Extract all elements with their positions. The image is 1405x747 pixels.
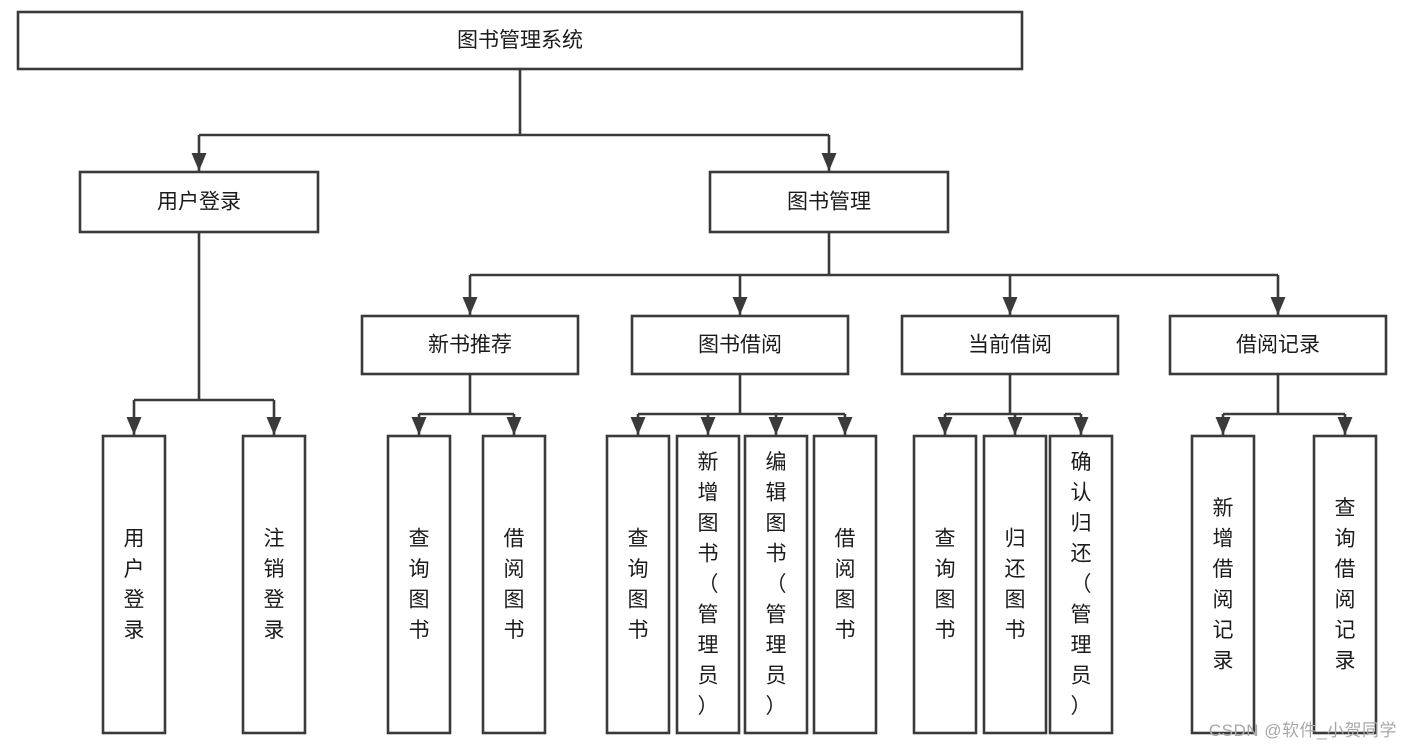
node-level3-1[interactable]: 图书借阅 xyxy=(630,314,850,376)
node-level3-1-label: 图书借阅 xyxy=(698,334,782,357)
node-level3-1-box[interactable] xyxy=(630,314,850,376)
record-arrow-0 xyxy=(1215,417,1231,435)
node-leaf-2-label: 查询图书 xyxy=(409,527,430,642)
node-leaf-4-label: 查询图书 xyxy=(628,527,649,642)
current-arrow-1 xyxy=(1007,417,1023,435)
node-level3-0[interactable]: 新书推荐 xyxy=(360,314,580,376)
node-leaf-10[interactable]: 确认归还（管理员） xyxy=(1048,434,1114,735)
node-level3-0-label: 新书推荐 xyxy=(428,334,512,357)
user-login-arrow-1 xyxy=(266,417,282,435)
node-leaf-10-label: 确认归还（管理员） xyxy=(1071,451,1092,718)
connectors-layer xyxy=(126,69,1353,435)
node-leaf-6[interactable]: 编辑图书（管理员） xyxy=(743,434,809,735)
node-leaf-12[interactable]: 查询借阅记录 xyxy=(1312,434,1378,735)
record-arrow-1 xyxy=(1337,417,1353,435)
node-leaf-8-label: 查询图书 xyxy=(935,527,956,642)
borrow-arrow-3 xyxy=(837,417,853,435)
node-leaf-9[interactable]: 归还图书 xyxy=(982,434,1048,735)
node-leaf-4-box[interactable] xyxy=(605,434,671,735)
node-leaf-2-box[interactable] xyxy=(386,434,452,735)
node-leaf-11[interactable]: 新增借阅记录 xyxy=(1190,434,1256,735)
node-leaf-1-box[interactable] xyxy=(241,434,307,735)
node-level3-2[interactable]: 当前借阅 xyxy=(900,314,1120,376)
csdn-watermark: CSDN @软件_小贺同学 xyxy=(1208,721,1397,740)
bookmgmt-to-level3-arrow-1 xyxy=(732,297,748,315)
node-leaf-12-label: 查询借阅记录 xyxy=(1335,497,1356,673)
node-level3-2-label: 当前借阅 xyxy=(968,334,1052,357)
node-level3-3-label: 借阅记录 xyxy=(1236,334,1320,357)
node-root-system-label: 图书管理系统 xyxy=(457,29,583,52)
node-leaf-1-label: 注销登录 xyxy=(264,527,285,642)
node-level2-0-box[interactable] xyxy=(78,170,320,234)
node-leaf-12-box[interactable] xyxy=(1312,434,1378,735)
node-leaf-5-box[interactable] xyxy=(675,434,741,735)
node-leaf-9-label: 归还图书 xyxy=(1005,527,1026,642)
node-leaf-10-box[interactable] xyxy=(1048,434,1114,735)
node-root-system[interactable]: 图书管理系统 xyxy=(16,10,1024,71)
node-leaf-3-label: 借阅图书 xyxy=(504,527,525,642)
borrow-arrow-2 xyxy=(768,417,784,435)
node-level2-1-label: 图书管理 xyxy=(787,191,871,214)
node-leaf-5-label: 新增图书（管理员） xyxy=(698,451,719,718)
node-level2-1[interactable]: 图书管理 xyxy=(708,170,950,234)
nodes-layer: 图书管理系统用户登录图书管理新书推荐图书借阅当前借阅借阅记录用户登录注销登录查询… xyxy=(16,10,1388,735)
node-leaf-6-box[interactable] xyxy=(743,434,809,735)
bookmgmt-to-level3-arrow-3 xyxy=(1270,297,1286,315)
node-leaf-0-label: 用户登录 xyxy=(124,527,145,642)
root-to-level2-arrow-0 xyxy=(191,153,207,171)
node-leaf-3[interactable]: 借阅图书 xyxy=(481,434,547,735)
node-leaf-8[interactable]: 查询图书 xyxy=(912,434,978,735)
user-login-arrow-0 xyxy=(126,417,142,435)
node-leaf-11-label: 新增借阅记录 xyxy=(1213,497,1234,673)
node-leaf-7[interactable]: 借阅图书 xyxy=(812,434,878,735)
node-leaf-11-box[interactable] xyxy=(1190,434,1256,735)
node-root-system-box[interactable] xyxy=(16,10,1024,71)
bookmgmt-to-level3-arrow-2 xyxy=(1002,297,1018,315)
node-leaf-7-label: 借阅图书 xyxy=(835,527,856,642)
node-leaf-2[interactable]: 查询图书 xyxy=(386,434,452,735)
node-leaf-0-box[interactable] xyxy=(101,434,167,735)
borrow-arrow-1 xyxy=(700,417,716,435)
new-book-arrow-1 xyxy=(506,417,522,435)
node-leaf-8-box[interactable] xyxy=(912,434,978,735)
node-leaf-7-box[interactable] xyxy=(812,434,878,735)
node-leaf-9-box[interactable] xyxy=(982,434,1048,735)
node-level3-3-box[interactable] xyxy=(1168,314,1388,376)
node-level3-2-box[interactable] xyxy=(900,314,1120,376)
current-arrow-0 xyxy=(937,417,953,435)
node-leaf-4[interactable]: 查询图书 xyxy=(605,434,671,735)
node-leaf-3-box[interactable] xyxy=(481,434,547,735)
node-level2-1-box[interactable] xyxy=(708,170,950,234)
node-leaf-0[interactable]: 用户登录 xyxy=(101,434,167,735)
node-level2-0[interactable]: 用户登录 xyxy=(78,170,320,234)
node-leaf-5[interactable]: 新增图书（管理员） xyxy=(675,434,741,735)
new-book-arrow-0 xyxy=(411,417,427,435)
node-leaf-6-label: 编辑图书（管理员） xyxy=(766,451,787,718)
node-level3-3[interactable]: 借阅记录 xyxy=(1168,314,1388,376)
node-level2-0-label: 用户登录 xyxy=(157,191,241,214)
bookmgmt-to-level3-arrow-0 xyxy=(462,297,478,315)
current-arrow-2 xyxy=(1073,417,1089,435)
node-level3-0-box[interactable] xyxy=(360,314,580,376)
root-to-level2-arrow-1 xyxy=(821,153,837,171)
node-leaf-1[interactable]: 注销登录 xyxy=(241,434,307,735)
borrow-arrow-0 xyxy=(630,417,646,435)
